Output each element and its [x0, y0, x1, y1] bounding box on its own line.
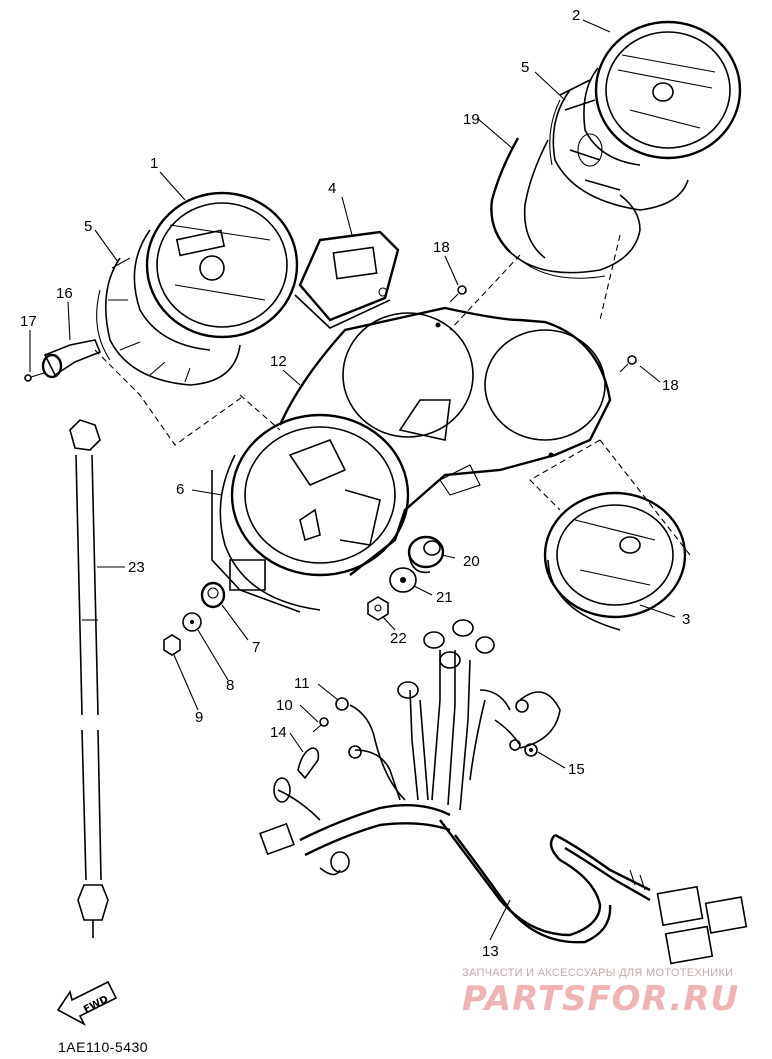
callout-10: 10	[276, 697, 293, 714]
cover-drawing	[490, 137, 641, 279]
leader-lines	[29, 19, 676, 941]
callout-7: 7	[252, 639, 260, 656]
callout-5-left: 5	[84, 218, 92, 235]
speedometer-cable-drawing	[69, 419, 109, 938]
callout-13: 13	[482, 943, 499, 960]
callout-8: 8	[226, 677, 234, 694]
assembly-guide-lines	[94, 234, 691, 556]
bulb-14	[297, 747, 320, 780]
bolt-16	[41, 339, 102, 379]
speedometer-drawing	[96, 191, 299, 386]
grommet-20	[407, 535, 445, 574]
forward-arrow-label: FWD	[82, 994, 110, 1016]
callout-11: 11	[294, 675, 310, 692]
meter-housing-drawing	[211, 413, 410, 613]
callout-21: 21	[436, 589, 453, 606]
callout-15: 15	[568, 761, 585, 778]
wire-harness-drawing	[259, 619, 748, 965]
screws-18	[449, 285, 637, 373]
meter-gauge-drawing	[543, 491, 687, 631]
watermark-brand: PARTSFOR.RU	[462, 979, 739, 1019]
watermark: ЗАПЧАСТИ И АКСЕССУАРЫ ДЛЯ МОТОТЕХНИКИ PA…	[462, 967, 739, 1019]
nut-9	[163, 634, 181, 656]
washer-21	[389, 567, 417, 593]
callout-6: 6	[176, 481, 184, 498]
callout-2: 2	[572, 7, 580, 24]
washer-8	[182, 612, 202, 632]
callout-16: 16	[56, 285, 73, 302]
tachometer-drawing	[549, 20, 742, 211]
callout-14: 14	[270, 724, 287, 741]
callout-12: 12	[270, 353, 287, 370]
drawing-code: 1AE110-5430	[58, 1039, 148, 1055]
nut-22	[367, 596, 389, 621]
forward-arrow: FWD	[56, 980, 118, 1026]
meter-bracket-drawing	[278, 306, 612, 576]
screw-10	[312, 717, 329, 733]
callout-labels: 1 2 3 4 5 5 6 7 8 9 10 11 12 13 14 15 16…	[20, 7, 690, 960]
callout-17: 17	[20, 313, 37, 330]
callout-4: 4	[328, 180, 336, 197]
callout-9: 9	[195, 709, 203, 726]
callout-20: 20	[463, 553, 480, 570]
screw-17	[24, 372, 45, 382]
nut-11	[335, 697, 349, 711]
callout-1: 1	[150, 155, 158, 172]
callout-3: 3	[682, 611, 690, 628]
watermark-tagline: ЗАПЧАСТИ И АКСЕССУАРЫ ДЛЯ МОТОТЕХНИКИ	[462, 967, 733, 979]
callout-23: 23	[128, 559, 145, 576]
indicator-panel-drawing	[294, 230, 400, 329]
callout-5-right: 5	[521, 59, 529, 76]
callout-18-top: 18	[433, 239, 450, 256]
callout-19: 19	[463, 111, 480, 128]
callout-18-right: 18	[662, 377, 679, 394]
callout-22: 22	[390, 630, 407, 647]
damper-7	[200, 581, 226, 609]
